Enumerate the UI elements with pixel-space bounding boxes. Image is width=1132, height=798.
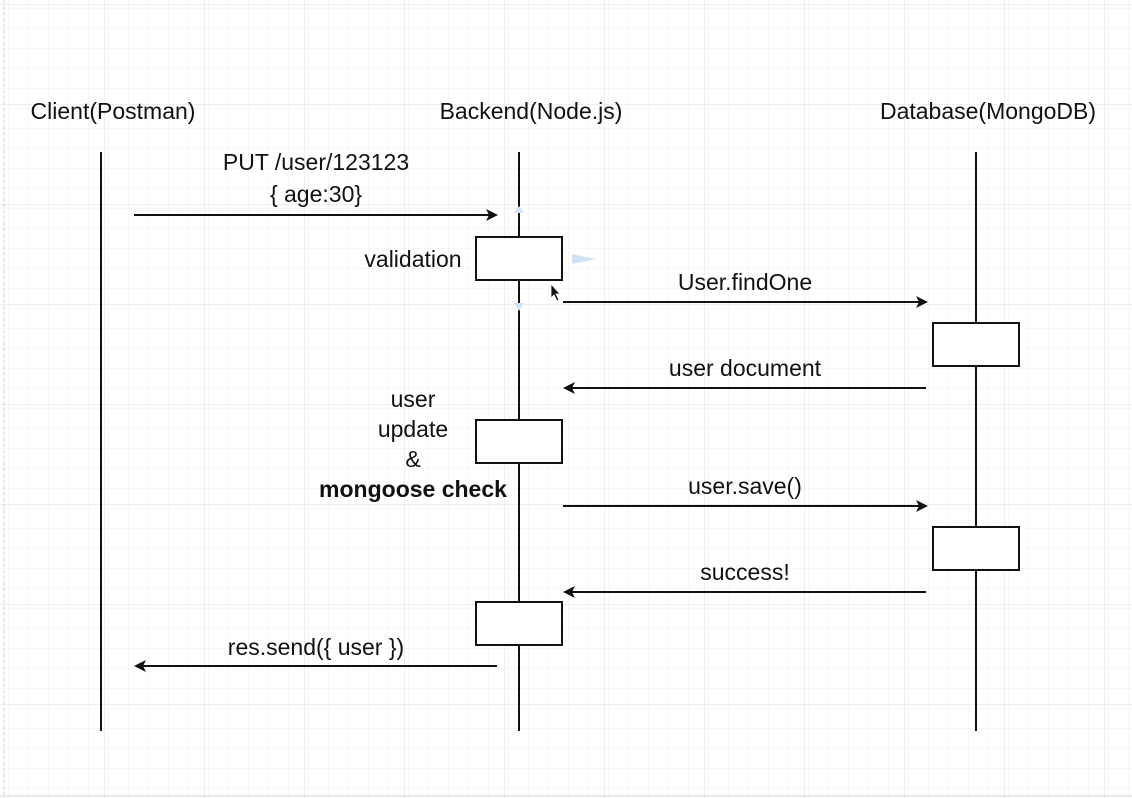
message-find-one-label[interactable]: User.findOne: [678, 269, 812, 295]
handle-right-icon: [572, 254, 596, 264]
activation-user-update[interactable]: [475, 419, 563, 464]
note-update-line-2[interactable]: update: [378, 416, 448, 442]
message-put-request-label[interactable]: PUT /user/123123: [223, 149, 409, 175]
note-validation[interactable]: validation: [364, 246, 461, 272]
participant-backend-label[interactable]: Backend(Node.js): [440, 98, 623, 124]
handle-down-icon: [514, 303, 524, 311]
note-mongoose-check[interactable]: mongoose check: [319, 476, 507, 502]
activation-database-save[interactable]: [932, 526, 1020, 571]
activation-database-find[interactable]: [932, 322, 1020, 367]
mouse-pointer-icon: [550, 282, 561, 302]
handle-up-icon: [514, 206, 524, 213]
activation-response[interactable]: [475, 601, 563, 646]
participant-database-label[interactable]: Database(MongoDB): [880, 98, 1096, 124]
participant-client-label[interactable]: Client(Postman): [31, 98, 196, 124]
note-update-line-3[interactable]: &: [405, 446, 420, 472]
message-user-save-label[interactable]: user.save(): [688, 473, 802, 499]
note-update-line-1[interactable]: user: [391, 386, 436, 412]
message-success-label[interactable]: success!: [700, 559, 789, 585]
message-res-send-label[interactable]: res.send({ user }): [228, 634, 404, 660]
message-user-document-label[interactable]: user document: [669, 355, 822, 381]
selection-handles: [514, 206, 596, 311]
message-put-request-body-label[interactable]: { age:30}: [270, 181, 362, 207]
activation-validation[interactable]: [475, 236, 563, 281]
